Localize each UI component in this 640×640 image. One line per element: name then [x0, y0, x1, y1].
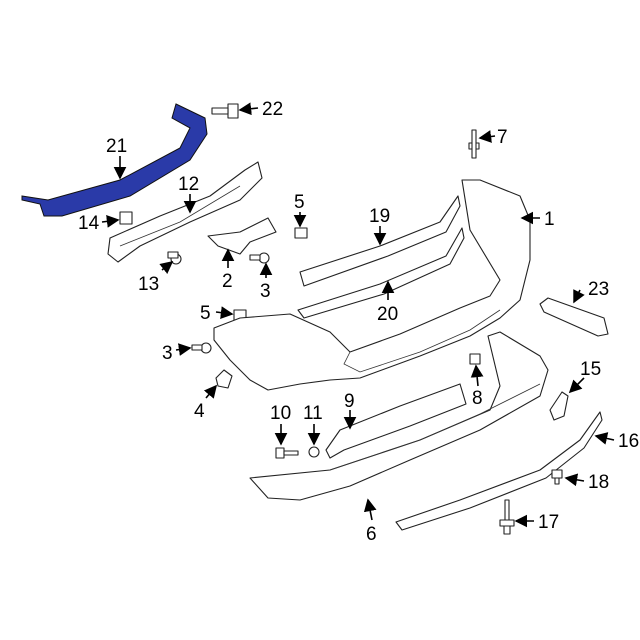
reflector-part-23[interactable] [539, 297, 609, 337]
callout-21: 21 [106, 136, 127, 157]
callout-10: 10 [270, 403, 291, 424]
fastener-part-18[interactable] [551, 469, 563, 485]
clip-part-5-upper[interactable] [294, 227, 308, 239]
impact-bar-part-21[interactable] [21, 103, 208, 217]
callout-15: 15 [580, 359, 601, 380]
bolt-part-10[interactable] [275, 447, 299, 459]
leader-lines [101, 102, 615, 528]
clip-part-8[interactable] [469, 353, 481, 365]
skid-plate-part-16[interactable] [395, 411, 603, 531]
callout-2: 2 [222, 271, 233, 292]
callout-5-upper: 5 [294, 192, 305, 213]
callout-11: 11 [303, 403, 323, 424]
callout-8: 8 [472, 388, 483, 409]
fastener-part-17[interactable] [499, 499, 515, 535]
callout-20: 20 [377, 304, 398, 325]
reinforcement-part-20[interactable] [297, 227, 465, 319]
molding-part-19[interactable] [299, 195, 461, 287]
callout-13: 13 [138, 274, 159, 295]
callout-5-lower: 5 [200, 303, 211, 324]
washer-part-11[interactable] [308, 446, 320, 458]
callout-23: 23 [588, 279, 609, 300]
bolt-part-7[interactable] [468, 129, 480, 159]
bolt-part-22[interactable] [211, 103, 239, 119]
bolt-part-3-lower[interactable] [191, 342, 212, 354]
callout-9: 9 [344, 391, 355, 412]
callout-19: 19 [369, 206, 390, 227]
bracket-part-2[interactable] [207, 217, 277, 255]
callout-14: 14 [78, 213, 100, 234]
callout-7: 7 [497, 127, 508, 148]
fastener-part-13[interactable] [167, 251, 182, 265]
clip-part-4[interactable] [215, 369, 233, 389]
callout-22: 22 [262, 99, 283, 120]
bracket-part-9[interactable] [325, 383, 467, 459]
callout-17: 17 [538, 512, 559, 533]
bolt-part-3-upper[interactable] [249, 252, 270, 264]
callout-1: 1 [544, 209, 555, 230]
callout-6: 6 [366, 524, 377, 545]
callout-18: 18 [588, 472, 609, 493]
clip-part-14[interactable] [119, 211, 133, 225]
callout-16: 16 [618, 431, 639, 452]
bracket-part-15[interactable] [549, 391, 569, 421]
callout-12: 12 [178, 174, 199, 195]
callout-4: 4 [194, 401, 205, 422]
callout-3-lower: 3 [162, 343, 173, 364]
callout-3-upper: 3 [260, 281, 271, 302]
